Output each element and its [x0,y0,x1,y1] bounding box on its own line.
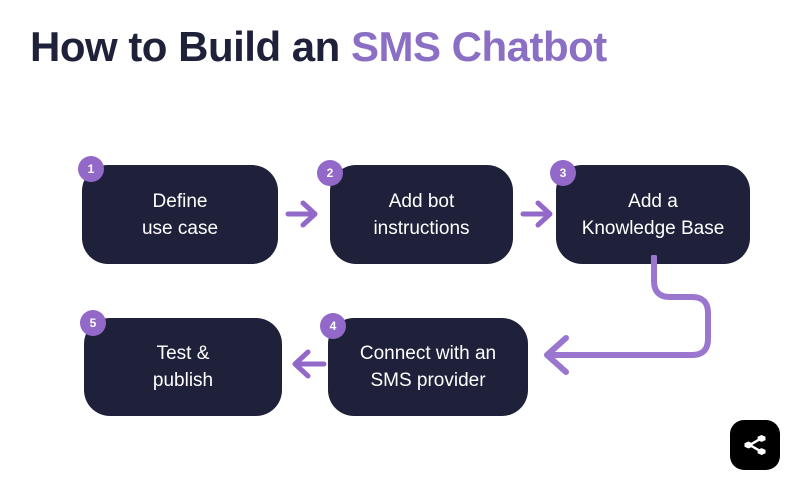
step-badge-5: 5 [80,310,106,336]
flow-step-2[interactable]: Add bot instructions [330,165,513,264]
step-badge-3: 3 [550,160,576,186]
flow-step-2-label: Add bot instructions [373,190,470,239]
step-badge-2-number: 2 [326,166,334,180]
page-title: How to Build an SMS Chatbot [30,18,607,76]
flow-step-3[interactable]: Add a Knowledge Base [556,165,750,264]
step-badge-1: 1 [78,156,104,182]
curved-connector-step3-step4 [544,255,711,375]
step-badge-3-number: 3 [559,166,567,180]
arrow-left-icon-step4-step5 [292,349,327,379]
flow-step-1[interactable]: Define use case [82,165,278,264]
share-button[interactable] [730,420,780,470]
flow-step-5-label: Test & publish [152,343,214,391]
flow-step-5[interactable]: Test & publish [84,318,282,416]
page-title-plain: How to Build an [30,23,351,70]
arrow-right-icon-step1-step2 [285,200,318,228]
page-title-accent: SMS Chatbot [350,23,607,70]
flow-step-3-label: Add a Knowledge Base [581,190,725,239]
step-badge-4-number: 4 [329,319,337,333]
flow-step-1-label: Define use case [141,190,219,239]
step-badge-4: 4 [320,313,346,339]
arrow-right-icon-step2-step3 [520,200,553,228]
step-badge-5-number: 5 [89,316,97,330]
flow-step-4-label: Connect with an SMS provider [359,343,497,391]
step-badge-1-number: 1 [87,162,95,176]
flow-step-4[interactable]: Connect with an SMS provider [328,318,528,416]
share-nodes-icon [744,434,766,456]
step-badge-2: 2 [317,160,343,186]
